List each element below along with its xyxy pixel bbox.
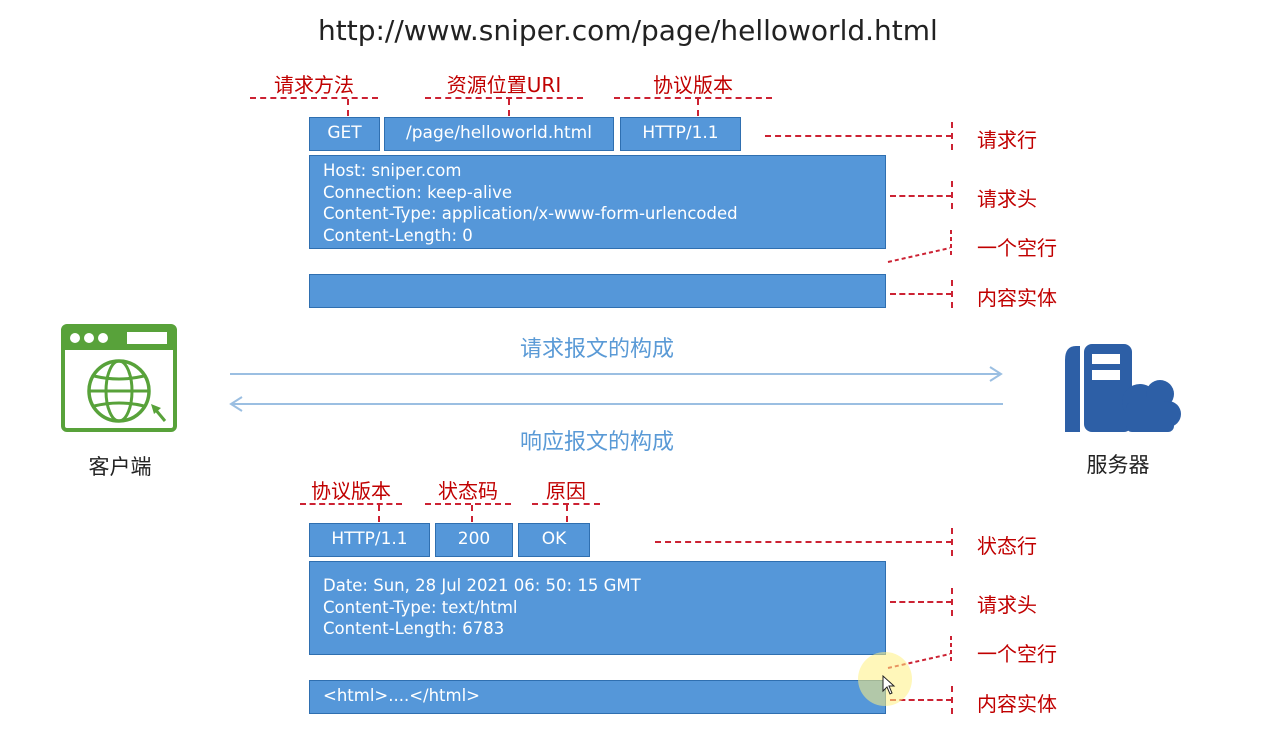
connector-line bbox=[890, 699, 952, 701]
header-line: Host: sniper.com bbox=[323, 161, 462, 180]
connector-line bbox=[765, 135, 952, 137]
connector-line bbox=[890, 293, 952, 295]
response-status-cell: 200 bbox=[435, 523, 513, 557]
url-title: http://www.sniper.com/page/helloworld.ht… bbox=[318, 14, 938, 47]
response-version-cell: HTTP/1.1 bbox=[309, 523, 430, 557]
side-label-blank-line: 一个空行 bbox=[977, 236, 1057, 260]
header-line: Content-Type: application/x-www-form-url… bbox=[323, 204, 738, 223]
request-method-cell: GET bbox=[309, 117, 380, 151]
header-line: Date: Sun, 28 Jul 2021 06: 50: 15 GMT bbox=[323, 576, 641, 595]
server-label: 服务器 bbox=[1086, 453, 1150, 477]
client-label: 客户端 bbox=[88, 455, 152, 479]
label-status-code: 状态码 bbox=[438, 479, 498, 503]
side-label-response-headers: 请求头 bbox=[977, 593, 1037, 617]
header-line: Content-Length: 0 bbox=[323, 225, 473, 245]
connector-line bbox=[951, 528, 953, 556]
server-cloud-icon bbox=[1065, 344, 1181, 432]
connector-line bbox=[532, 503, 600, 505]
connector-line bbox=[300, 503, 402, 505]
side-label-request-headers: 请求头 bbox=[977, 187, 1037, 211]
label-resource-uri: 资源位置URI bbox=[446, 73, 562, 97]
label-protocol-version: 协议版本 bbox=[653, 73, 733, 97]
response-headers-box: Date: Sun, 28 Jul 2021 06: 50: 15 GMT Con… bbox=[309, 561, 886, 655]
exchange-arrows bbox=[229, 366, 1003, 412]
side-label-request-line: 请求行 bbox=[977, 128, 1037, 152]
response-title: 响应报文的构成 bbox=[519, 430, 674, 455]
connector-line bbox=[425, 503, 511, 505]
connector-line bbox=[951, 588, 953, 616]
connector-line bbox=[614, 97, 772, 99]
request-title: 请求报文的构成 bbox=[519, 337, 674, 362]
connector-line bbox=[697, 99, 699, 116]
header-line: Content-Length: 6783 bbox=[323, 619, 505, 638]
label-protocol-version: 协议版本 bbox=[311, 479, 391, 503]
side-label-entity-body: 内容实体 bbox=[977, 692, 1057, 716]
label-reason: 原因 bbox=[546, 479, 586, 503]
connector-line bbox=[951, 181, 953, 209]
side-label-status-line: 状态行 bbox=[977, 534, 1037, 558]
connector-line bbox=[890, 601, 952, 603]
connector-line bbox=[347, 99, 349, 116]
connector-line bbox=[890, 195, 952, 197]
request-uri-cell: /page/helloworld.html bbox=[384, 117, 614, 151]
response-reason-cell: OK bbox=[518, 523, 590, 557]
mouse-cursor-icon bbox=[882, 675, 896, 695]
connector-line bbox=[951, 280, 953, 308]
connector-line bbox=[951, 686, 953, 714]
request-version-cell: HTTP/1.1 bbox=[620, 117, 741, 151]
connector-line bbox=[951, 122, 953, 150]
connector-line bbox=[471, 505, 473, 522]
browser-globe-icon bbox=[61, 324, 177, 432]
connector-line bbox=[508, 99, 510, 116]
header-line: Content-Type: text/html bbox=[323, 597, 518, 617]
connector-line bbox=[425, 97, 583, 99]
connector-line bbox=[655, 541, 952, 543]
side-label-entity-body: 内容实体 bbox=[977, 286, 1057, 310]
connector-line bbox=[887, 230, 952, 263]
label-request-method: 请求方法 bbox=[274, 73, 354, 97]
response-body-box: <html>....</html> bbox=[309, 680, 886, 714]
connector-line bbox=[566, 505, 568, 522]
side-label-blank-line: 一个空行 bbox=[977, 642, 1057, 666]
header-line: Connection: keep-alive bbox=[323, 182, 513, 202]
connector-line bbox=[378, 505, 380, 522]
connector-line bbox=[250, 97, 378, 99]
request-body-box bbox=[309, 274, 886, 308]
